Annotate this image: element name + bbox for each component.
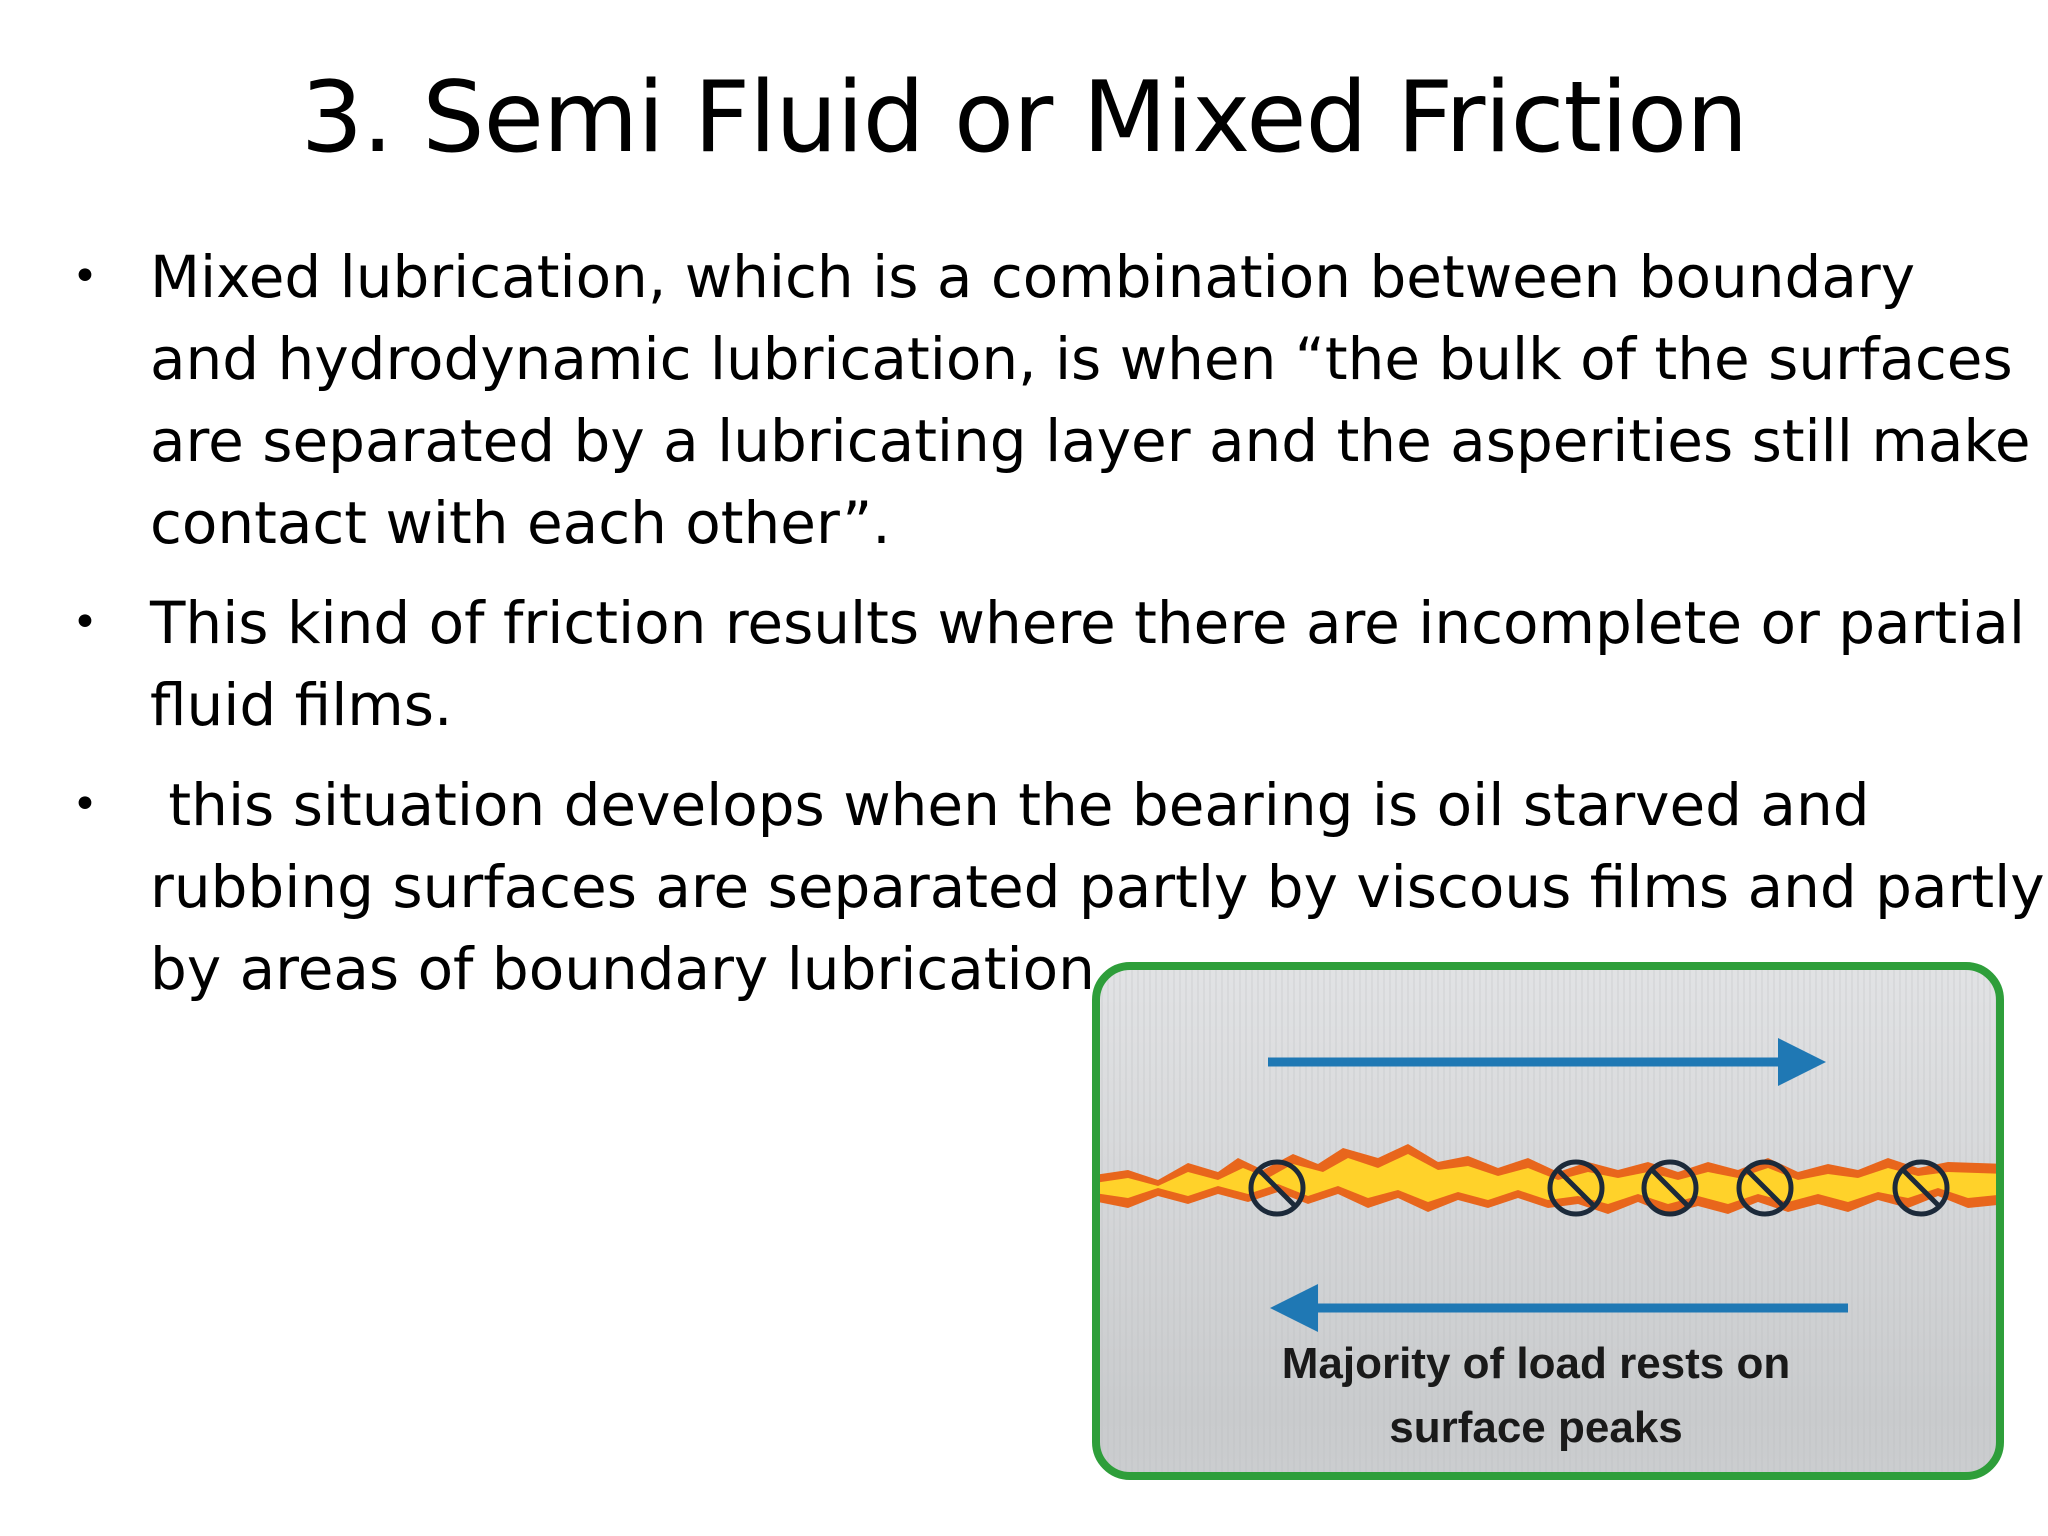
diagram-caption-line-2: surface peaks — [1389, 1403, 1683, 1452]
bullet-line: rubbing surfaces are separated partly by… — [150, 853, 2045, 921]
metal-surface — [1096, 966, 2000, 1476]
bullet-line: fluid films. — [150, 671, 453, 739]
bullet-line: and hydrodynamic lubrication, is when “t… — [150, 325, 2013, 393]
bullet-line: are separated by a lubricating layer and… — [150, 407, 2031, 475]
lubricant-film-inner — [1096, 1154, 2000, 1204]
mixed-friction-diagram: Majority of load rests on surface peaks — [1092, 962, 2004, 1480]
bullet-line: This kind of friction results where ther… — [150, 589, 2025, 657]
arrow-right-icon — [1268, 1038, 1826, 1086]
contact-circle — [1641, 1159, 1699, 1217]
bullet-item-3: • this situation develops when the beari… — [72, 764, 2045, 1010]
contact-circle — [1736, 1159, 1794, 1217]
bullet-text: Mixed lubrication, which is a combinatio… — [150, 236, 2031, 564]
bullet-line: by areas of boundary lubrication. — [150, 935, 1114, 1003]
bullet-item-1: • Mixed lubrication, which is a combinat… — [72, 236, 2031, 564]
asperity-contact-points — [1248, 1159, 1950, 1217]
arrow-left-icon — [1270, 1284, 1848, 1332]
bullet-line: this situation develops when the bearing… — [150, 771, 1870, 839]
bullet-text: this situation develops when the bearing… — [150, 764, 2045, 1010]
bullet-item-2: • This kind of friction results where th… — [72, 582, 2025, 746]
bullet-dot-icon: • — [72, 251, 98, 302]
bullet-line: contact with each other”. — [150, 489, 891, 557]
bullet-line: Mixed lubrication, which is a combinatio… — [150, 243, 1916, 311]
contact-circle — [1248, 1159, 1306, 1217]
slide-title: 3. Semi Fluid or Mixed Friction — [300, 61, 1748, 175]
diagram-caption-line-1: Majority of load rests on — [1282, 1339, 1791, 1388]
bullet-dot-icon: • — [72, 597, 98, 648]
bullet-dot-icon: • — [72, 779, 98, 830]
contact-circle — [1547, 1159, 1605, 1217]
diagram-border — [1092, 962, 2004, 1480]
contact-circle — [1892, 1159, 1950, 1217]
bullet-text: This kind of friction results where ther… — [150, 582, 2025, 746]
bullet-list: • Mixed lubrication, which is a combinat… — [72, 236, 2045, 1028]
